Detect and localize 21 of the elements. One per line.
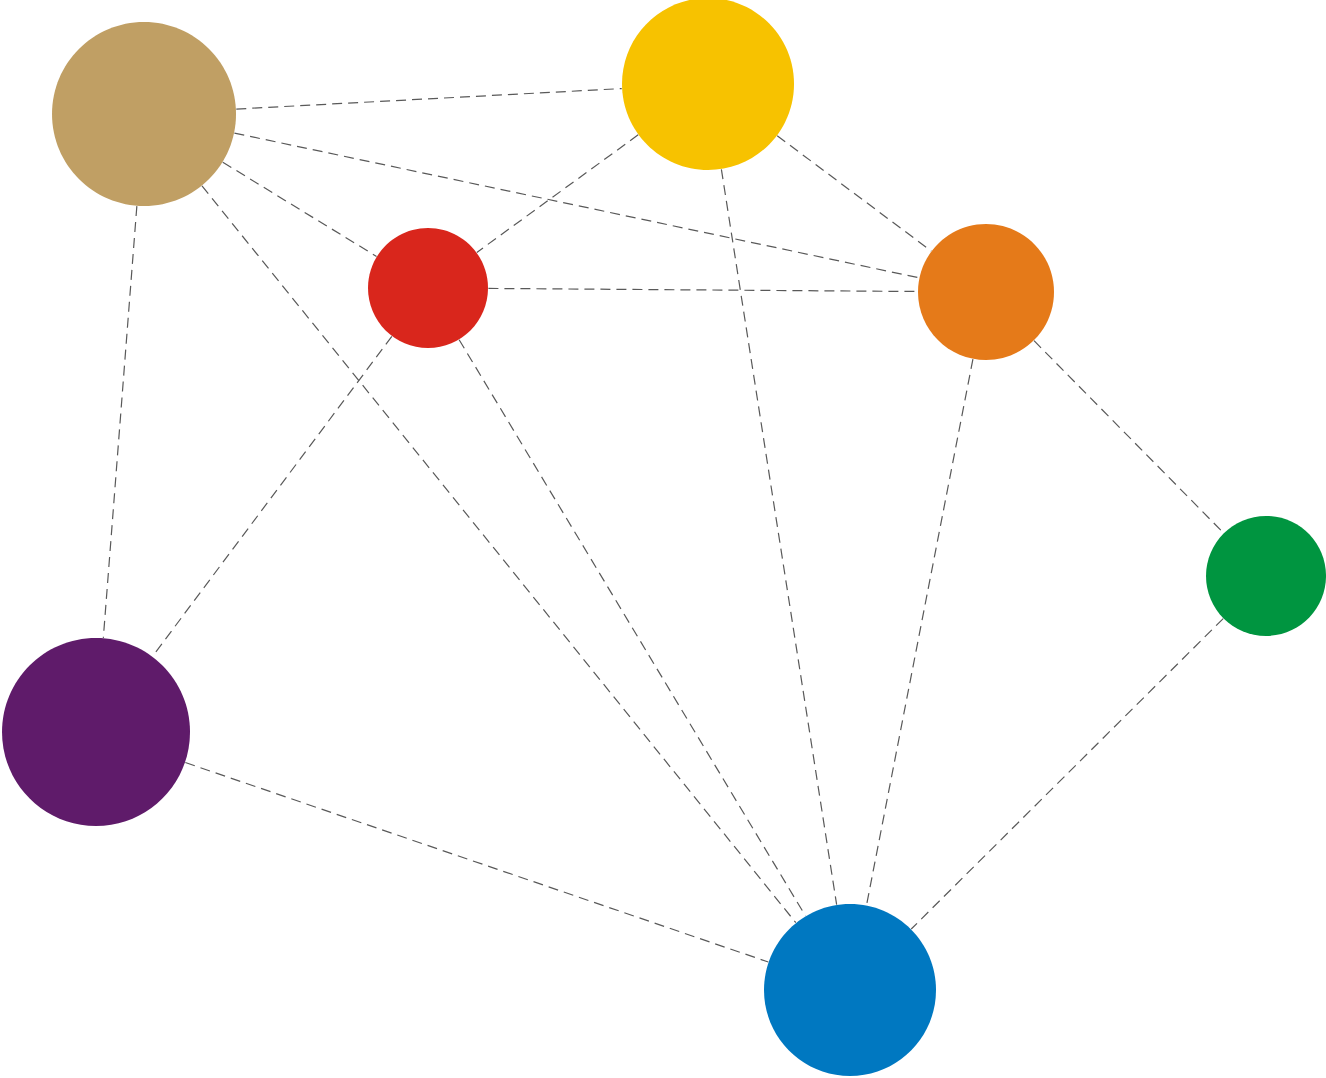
dashed-line: [458, 339, 807, 917]
dashed-line: [222, 161, 378, 258]
dashed-line: [910, 618, 1224, 930]
dashed-line: [235, 87, 623, 110]
circle-node: [1206, 515, 1326, 636]
dashed-line: [476, 134, 639, 253]
dashed-line: [102, 205, 138, 639]
dashed-line: [487, 287, 919, 293]
dashed-line: [776, 135, 932, 252]
dashed-line: [720, 168, 838, 906]
circle-node: [52, 22, 236, 206]
dashed-line: [201, 185, 797, 924]
circle-node: [918, 223, 1054, 360]
dashed-line: [151, 335, 393, 657]
circle-node: [2, 637, 190, 826]
dashed-line: [1033, 340, 1225, 534]
dashed-line: [233, 132, 920, 279]
dashed-line: [865, 358, 974, 906]
circle-node: [368, 227, 488, 348]
dashed-line: [184, 761, 769, 963]
circle-node: [764, 903, 936, 1076]
